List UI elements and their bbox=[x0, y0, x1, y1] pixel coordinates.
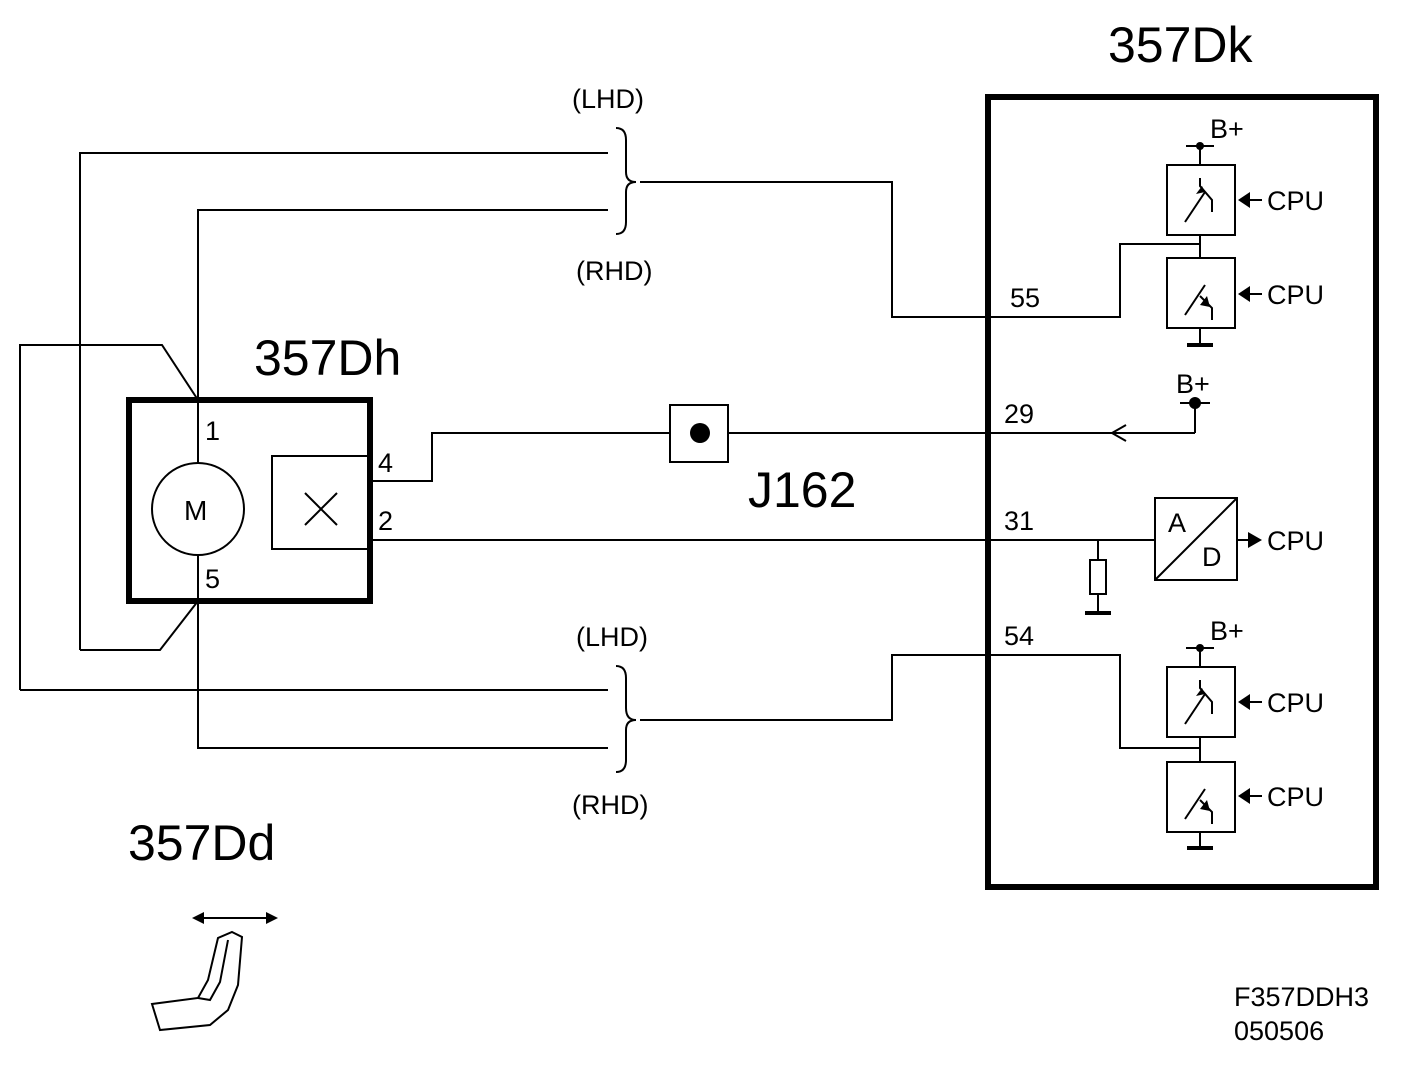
b-plus-label-54: B+ bbox=[1210, 616, 1244, 646]
rhd-label-top: (RHD) bbox=[576, 256, 652, 286]
b-plus-label-55: B+ bbox=[1210, 114, 1244, 144]
pin-2-label: 2 bbox=[378, 506, 393, 536]
b-plus-29 bbox=[1180, 397, 1210, 409]
sensor-supply-wire bbox=[368, 403, 1196, 482]
lhd-label-top: (LHD) bbox=[572, 84, 644, 114]
sensor-signal-wire bbox=[368, 539, 1155, 615]
b-plus-label-29: B+ bbox=[1176, 369, 1210, 399]
motor-unit-title: 357Dh bbox=[254, 330, 401, 386]
figure-code: F357DDH3 bbox=[1234, 982, 1369, 1012]
pin-55-label: 55 bbox=[1010, 283, 1040, 313]
rhd-label-bottom: (RHD) bbox=[572, 790, 648, 820]
seat-title: 357Dd bbox=[128, 815, 275, 871]
control-unit-title: 357Dk bbox=[1108, 17, 1254, 73]
control-unit-box bbox=[985, 94, 1379, 890]
cpu-label-55-low: CPU bbox=[1267, 280, 1324, 310]
upper-high-side-driver bbox=[1166, 142, 1262, 258]
connector-label: J162 bbox=[748, 462, 856, 518]
pin-1-label: 1 bbox=[205, 416, 220, 446]
motor-unit-box bbox=[126, 397, 373, 604]
pin-54-label: 54 bbox=[1004, 621, 1034, 651]
cpu-label-ad: CPU bbox=[1267, 526, 1324, 556]
seat-fore-aft-icon bbox=[150, 912, 278, 1032]
connector-j162-symbol bbox=[669, 404, 729, 463]
pin-5-label: 5 bbox=[205, 564, 220, 594]
motor-symbol: M bbox=[151, 400, 245, 601]
ad-converter-symbol: A D bbox=[1154, 497, 1262, 581]
wire-bottom-group bbox=[20, 600, 1200, 773]
motor-label: M bbox=[184, 495, 207, 526]
lhd-label-bottom: (LHD) bbox=[576, 622, 648, 652]
figure-date: 050506 bbox=[1234, 1016, 1324, 1046]
cpu-label-55-high: CPU bbox=[1267, 186, 1324, 216]
cpu-label-54-high: CPU bbox=[1267, 688, 1324, 718]
position-sensor-symbol bbox=[271, 455, 369, 550]
lower-low-side-driver bbox=[1166, 761, 1262, 850]
ad-d-label: D bbox=[1202, 542, 1222, 572]
pin-4-label: 4 bbox=[378, 448, 393, 478]
cpu-label-54-low: CPU bbox=[1267, 782, 1324, 812]
ad-a-label: A bbox=[1168, 508, 1186, 538]
wire-top-group bbox=[19, 127, 1200, 690]
pin-31-label: 31 bbox=[1004, 506, 1034, 536]
lower-high-side-driver bbox=[1166, 644, 1262, 762]
pin-29-label: 29 bbox=[1004, 399, 1034, 429]
upper-low-side-driver bbox=[1166, 257, 1262, 347]
